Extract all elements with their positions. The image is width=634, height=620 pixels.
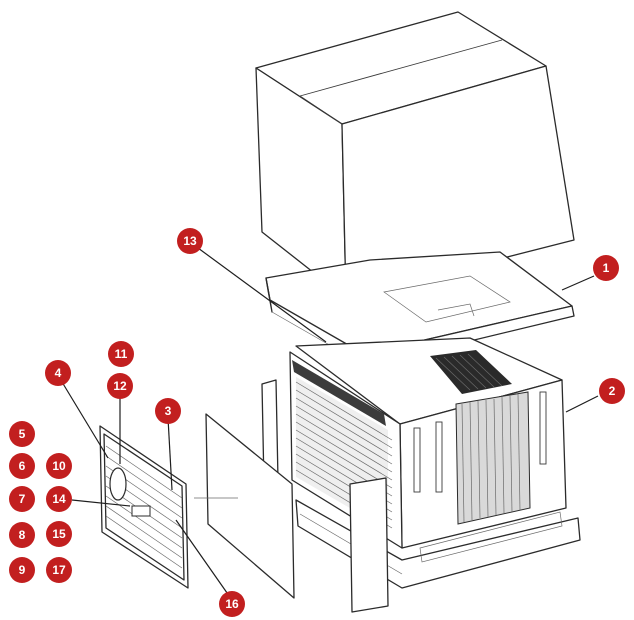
- callout-13: 13: [177, 228, 203, 254]
- svg-text:4: 4: [55, 366, 62, 380]
- svg-text:1: 1: [603, 261, 610, 275]
- svg-text:14: 14: [52, 492, 66, 506]
- svg-text:17: 17: [52, 563, 66, 577]
- svg-text:2: 2: [609, 384, 616, 398]
- callout-8: 8: [9, 522, 35, 548]
- callout-10: 10: [46, 453, 72, 479]
- bottom-packing-tray: [295, 477, 581, 613]
- svg-text:12: 12: [113, 379, 127, 393]
- callout-6: 6: [9, 453, 35, 479]
- svg-text:15: 15: [52, 527, 66, 541]
- callout-17: 17: [46, 557, 72, 583]
- top-vent-grille: [430, 350, 512, 394]
- remote-control-icon: [109, 467, 127, 501]
- callout-4: 4: [45, 360, 71, 386]
- callout-2: 2: [599, 378, 625, 404]
- callout-3: 3: [155, 398, 181, 424]
- callout-15: 15: [46, 521, 72, 547]
- svg-text:8: 8: [19, 528, 26, 542]
- front-panel-accessories: [99, 425, 189, 589]
- callout-16: 16: [219, 591, 245, 617]
- svg-text:13: 13: [183, 234, 197, 248]
- side-foam-insert: [194, 379, 295, 599]
- svg-text:10: 10: [52, 459, 66, 473]
- svg-text:7: 7: [19, 492, 26, 506]
- air-conditioner-unit: [289, 337, 567, 549]
- callouts: 1 2 3 4 5 6 7 8: [9, 228, 625, 617]
- shipping-carton: [255, 11, 575, 299]
- rear-coil: [455, 391, 531, 525]
- svg-text:6: 6: [19, 459, 26, 473]
- svg-text:5: 5: [19, 427, 26, 441]
- callout-5: 5: [9, 421, 35, 447]
- callout-14: 14: [46, 486, 72, 512]
- svg-text:9: 9: [19, 563, 26, 577]
- svg-text:3: 3: [165, 404, 172, 418]
- callout-11: 11: [108, 341, 134, 367]
- callout-1: 1: [593, 255, 619, 281]
- callout-12: 12: [107, 373, 133, 399]
- callout-9: 9: [9, 557, 35, 583]
- callout-7: 7: [9, 486, 35, 512]
- svg-text:11: 11: [115, 347, 128, 361]
- leader-lines: [61, 247, 599, 601]
- svg-text:16: 16: [225, 597, 239, 611]
